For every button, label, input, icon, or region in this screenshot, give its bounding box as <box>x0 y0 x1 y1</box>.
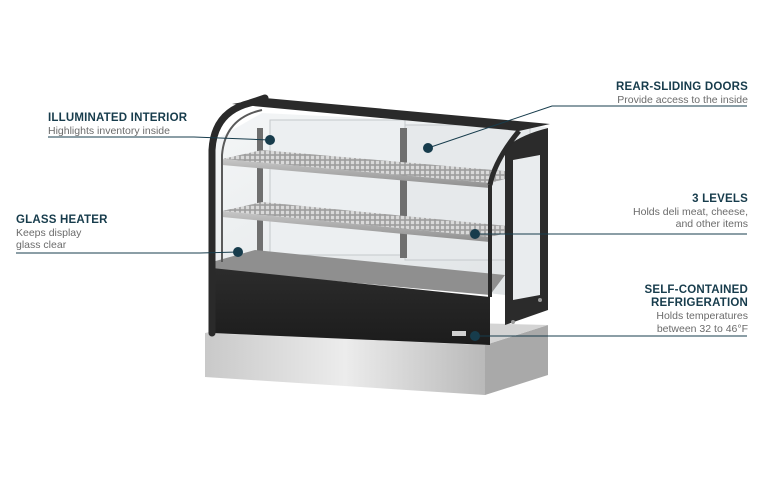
leader-rear-sliding-doors <box>427 105 747 149</box>
top-panel <box>232 98 550 131</box>
callout-desc: glass clear <box>16 239 67 252</box>
brand-logo <box>452 331 466 336</box>
marker-3-levels <box>470 229 480 239</box>
callout-title: ILLUMINATED INTERIOR <box>48 112 188 124</box>
post-mid <box>400 128 407 258</box>
lower-shelf <box>222 202 528 242</box>
callout-desc: Provide access to the inside <box>617 94 748 107</box>
marker-glass-heater <box>233 247 243 257</box>
callout-markers <box>233 135 480 341</box>
front-panel <box>212 268 490 345</box>
callout-title: GLASS HEATER <box>16 214 108 226</box>
leader-lines <box>16 105 747 337</box>
callout-self-contained-refrigeration: SELF-CONTAINED REFRIGERATION Holds tempe… <box>644 284 748 335</box>
callout-title: SELF-CONTAINED <box>644 284 748 296</box>
callout-desc: between 32 to 46°F <box>656 322 748 335</box>
marker-rear-sliding-doors <box>423 143 433 153</box>
marker-illuminated-interior <box>265 135 275 145</box>
rear-door-left <box>269 119 406 256</box>
callout-rear-sliding-doors: REAR-SLIDING DOORS Provide access to the… <box>616 81 748 106</box>
leader-glass-heater <box>16 251 239 254</box>
callout-title: REFRIGERATION <box>651 297 748 310</box>
callout-glass-heater: GLASS HEATER Keeps display glass clear <box>16 214 108 251</box>
upper-shelf <box>222 150 528 188</box>
callout-desc: Highlights inventory inside <box>48 125 170 138</box>
curved-glass-frame <box>208 94 269 337</box>
post-left <box>257 128 263 268</box>
interior-deck <box>212 250 505 295</box>
callout-desc: Holds deli meat, cheese, <box>633 206 748 219</box>
callout-desc: Holds temperatures <box>656 310 748 323</box>
callout-illuminated-interior: ILLUMINATED INTERIOR Highlights inventor… <box>48 112 187 137</box>
callout-title: REAR-SLIDING DOORS <box>615 81 748 93</box>
marker-self-contained-refrigeration <box>470 331 480 341</box>
callout-3-levels: 3 LEVELS Holds deli meat, cheese, and ot… <box>633 193 748 230</box>
callout-title: 3 LEVELS <box>692 193 748 205</box>
callout-desc: Keeps display <box>16 227 82 240</box>
callout-desc: and other items <box>675 218 748 231</box>
leader-illuminated-interior <box>48 136 271 141</box>
